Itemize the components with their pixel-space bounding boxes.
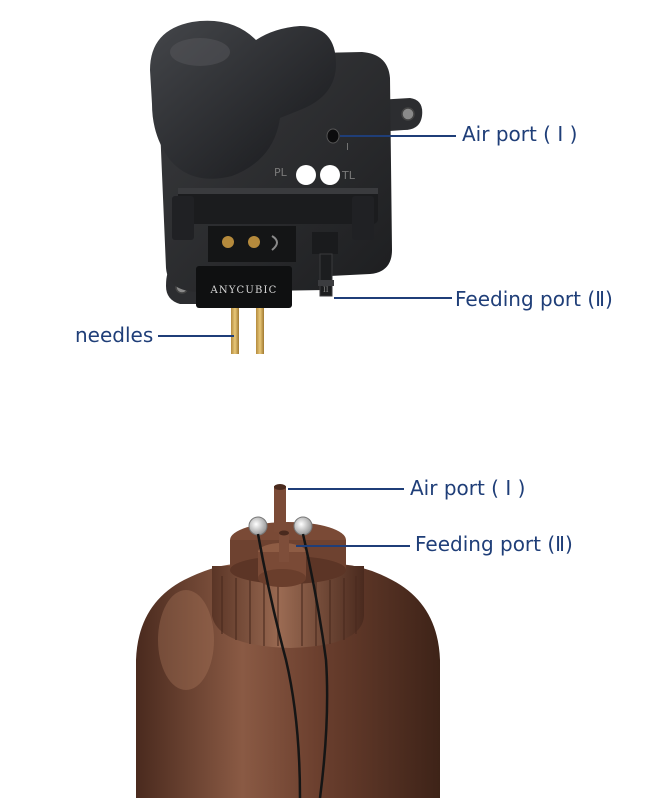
sensor-wire-left [256, 533, 302, 798]
needle-screw-right [293, 516, 313, 536]
pl-mark: PL [274, 166, 288, 179]
rotary-cover [150, 20, 336, 179]
bottle-body [136, 564, 440, 798]
sensor-device: I PL TL II ANYCUBIC [150, 20, 423, 354]
brand-plate [196, 266, 292, 308]
port-two-mark: II [323, 286, 329, 294]
feeding-port-nozzle-bottle [279, 532, 289, 562]
air-port-label-top: Air port ( Ⅰ ) [462, 122, 578, 146]
needle-left [231, 308, 239, 354]
needles-label: needles [75, 323, 154, 347]
cover-highlight [170, 38, 230, 66]
clamp-bracket [178, 188, 378, 224]
port-one-mark: I [346, 142, 349, 153]
brand-label: ANYCUBIC [209, 285, 277, 296]
pl-indicator [296, 165, 316, 185]
feeding-port-housing [312, 232, 338, 254]
inner-boss-bottom [258, 569, 306, 587]
feeding-port-label-top: Feeding port (Ⅱ) [455, 287, 613, 311]
feeding-port-label-bottom: Feeding port (Ⅱ) [415, 532, 573, 556]
air-port-nozzle [274, 486, 286, 532]
tl-mark: TL [341, 169, 356, 182]
terminal-wire [271, 235, 278, 251]
resin-bottle [136, 484, 440, 798]
feeding-port-band [318, 280, 334, 286]
clamp-edge [178, 188, 378, 194]
needle-screw-left [248, 516, 268, 536]
sensor-wire-right [301, 533, 329, 798]
air-port-hole [326, 128, 340, 144]
clamp-end-left [172, 196, 194, 240]
needle-right [256, 308, 264, 354]
air-port-label-bottom: Air port ( Ⅰ ) [410, 476, 526, 500]
tl-indicator [320, 165, 340, 185]
terminal-screw-2 [248, 236, 260, 248]
feeding-port-tip [279, 530, 289, 536]
terminal-screw-1 [222, 236, 234, 248]
air-port-tip [274, 484, 286, 490]
screw-ear-right [401, 107, 415, 121]
bottle-shoulder-highlight [158, 590, 214, 690]
clamp-end-right [352, 196, 374, 240]
